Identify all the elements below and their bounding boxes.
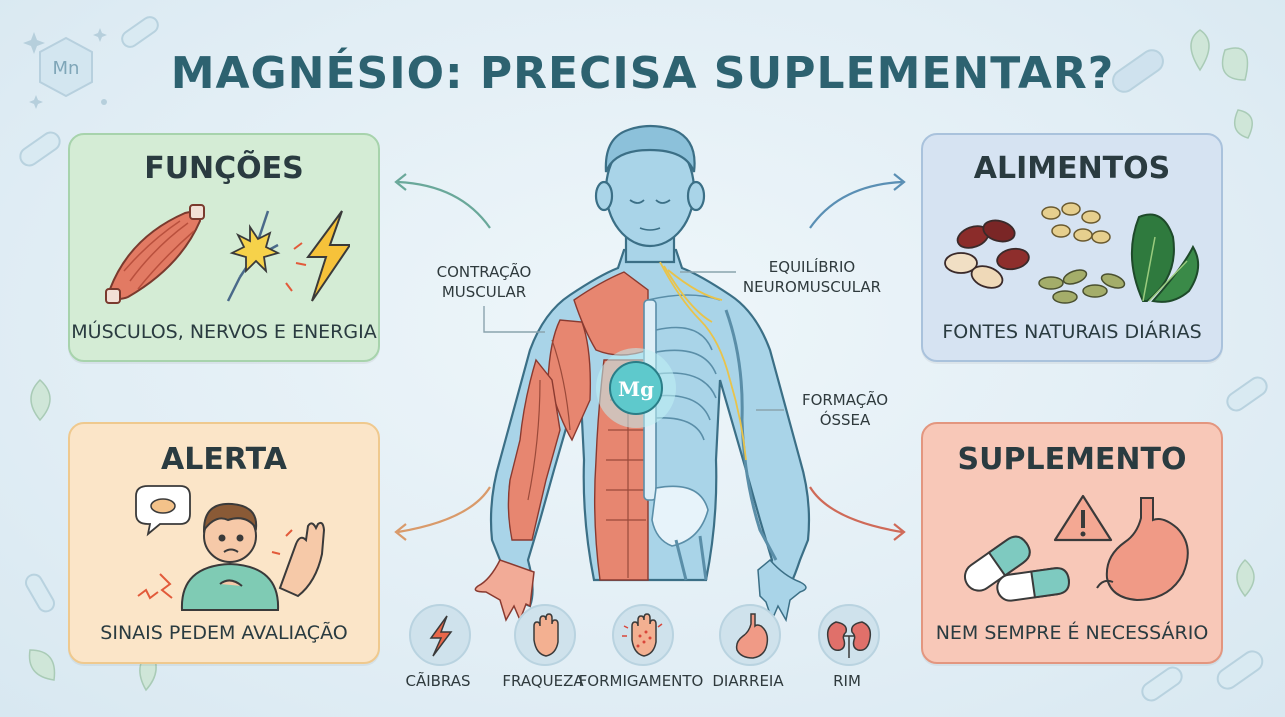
card-alimentos: ALIMENTOS bbox=[921, 133, 1223, 362]
card-funcoes-caption: MÚSCULOS, NERVOS E ENERGIA bbox=[71, 321, 377, 343]
symptom-label-rim: RIM bbox=[833, 672, 861, 690]
mn-badge-text: Mn bbox=[53, 58, 80, 79]
capsule-icon bbox=[963, 535, 1070, 602]
tingling-hand-icon bbox=[622, 613, 663, 657]
card-funcoes: FUNÇÕES MÚSCULOS, NERVOS E ENERGIA bbox=[68, 133, 380, 362]
label-equilibrio-neuromuscular: EQUILÍBRIO NEUROMUSCULAR bbox=[742, 258, 882, 296]
symptom-icon-diarreia bbox=[719, 604, 781, 666]
symptom-icon-rim bbox=[818, 604, 880, 666]
kidney-icon bbox=[826, 621, 872, 658]
pain-lines-icon bbox=[137, 529, 293, 600]
muscle-icon bbox=[105, 204, 205, 304]
person-icon bbox=[180, 502, 326, 611]
beans-icon bbox=[944, 219, 1030, 289]
symptom-label-diarreia: DIARREIA bbox=[712, 672, 784, 690]
mg-badge-text: Mg bbox=[618, 377, 654, 401]
hexagon-icon bbox=[39, 36, 93, 98]
page-title: MAGNÉSIO: PRECISA SUPLEMENTAR? bbox=[170, 48, 1115, 99]
card-suplemento: SUPLEMENTO NEM SEMP bbox=[921, 422, 1223, 664]
card-funcoes-title: FUNÇÕES bbox=[144, 151, 304, 186]
symptom-icon-fraqueza bbox=[514, 604, 576, 666]
label-contracao-muscular: CONTRAÇÃO MUSCULAR bbox=[436, 263, 532, 301]
hand-icon bbox=[533, 613, 559, 657]
stomach-icon bbox=[735, 613, 769, 659]
pill-icon bbox=[19, 16, 1268, 702]
leaf-icon bbox=[28, 29, 1255, 692]
arrow-to-alimentos bbox=[809, 173, 906, 229]
label-formacao-ossea: FORMAÇÃO ÓSSEA bbox=[801, 391, 889, 429]
card-alimentos-caption: FONTES NATURAIS DIÁRIAS bbox=[942, 321, 1202, 343]
lightning-icon bbox=[429, 615, 453, 657]
card-alerta-title: ALERTA bbox=[161, 442, 287, 477]
card-suplemento-caption: NEM SEMPRE É NECESSÁRIO bbox=[935, 622, 1209, 644]
symptom-label-fraqueza: FRAQUEZA bbox=[502, 672, 584, 690]
card-alerta-caption: SINAIS PEDEM AVALIAÇÃO bbox=[100, 622, 348, 644]
arrow-to-alerta bbox=[394, 486, 491, 541]
arrow-to-suplemento bbox=[809, 486, 906, 541]
lightning-icon bbox=[306, 210, 350, 302]
nerve-icon bbox=[226, 210, 307, 302]
seeds-icon bbox=[1038, 202, 1126, 304]
spinach-icon bbox=[1130, 213, 1200, 303]
symptom-icon-caibras bbox=[409, 604, 471, 666]
card-alimentos-title: ALIMENTOS bbox=[973, 151, 1171, 186]
card-suplemento-title: SUPLEMENTO bbox=[957, 442, 1187, 477]
arrow-to-funcoes bbox=[394, 173, 491, 229]
card-alerta: ALERTA SINAIS PEDEM AVALIAÇ bbox=[68, 422, 380, 664]
speech-bubble-icon bbox=[135, 485, 191, 537]
stomach-icon bbox=[1096, 497, 1189, 602]
symptom-icon-formigamento bbox=[612, 604, 674, 666]
symptom-label-caibras: CÃIBRAS bbox=[405, 672, 471, 690]
symptom-label-formigamento: FORMIGAMENTO bbox=[578, 672, 704, 690]
warning-icon bbox=[1053, 494, 1113, 542]
